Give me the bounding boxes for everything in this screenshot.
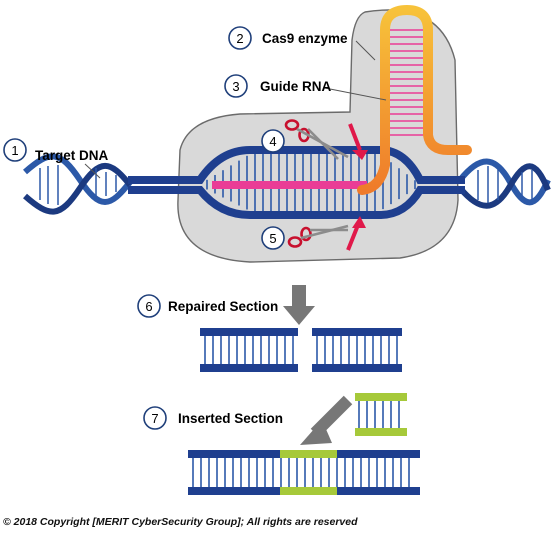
guide-rna-hairpin (357, 4, 472, 195)
copyright-notice: © 2018 Copyright [MERIT CyberSecurity Gr… (3, 516, 358, 528)
callout-repaired: 6 Repaired Section (137, 294, 278, 318)
guide-rna-strand (212, 181, 367, 189)
dna-helix-right-rungs (477, 166, 533, 203)
svg-text:Repaired Section: Repaired Section (168, 299, 278, 314)
callout-cut-bottom: 5 (261, 226, 285, 250)
repaired-section-left (200, 328, 298, 372)
svg-text:6: 6 (145, 299, 152, 314)
callout-guide-rna: 3 Guide RNA (224, 74, 332, 98)
svg-text:4: 4 (269, 134, 276, 149)
svg-text:Guide RNA: Guide RNA (260, 79, 332, 94)
down-arrow-icon (283, 285, 315, 325)
diagonal-arrow-icon (300, 395, 353, 445)
dna-helix-left (23, 153, 133, 215)
callout-cas9: 2 Cas9 enzyme (228, 26, 348, 50)
svg-text:2: 2 (236, 31, 243, 46)
svg-text:7: 7 (151, 411, 158, 426)
scissors-icon (287, 224, 349, 248)
cas9-enzyme-shape (177, 9, 459, 263)
inserted-dna (188, 450, 420, 495)
svg-text:Inserted Section: Inserted Section (178, 411, 283, 426)
callout-target-dna: 1 Target DNA (3, 138, 109, 163)
svg-text:3: 3 (232, 79, 239, 94)
scissors-icon (284, 119, 349, 160)
svg-text:Target DNA: Target DNA (35, 148, 109, 163)
cut-arrow-bottom (346, 216, 366, 251)
callout-cut-top: 4 (261, 129, 285, 153)
callout-inserted: 7 Inserted Section (143, 406, 283, 430)
svg-text:Cas9 enzyme: Cas9 enzyme (262, 31, 348, 46)
dna-helix-right (457, 158, 551, 209)
svg-text:1: 1 (11, 143, 18, 158)
leader-lines (84, 40, 387, 179)
cut-arrow-top (348, 123, 368, 160)
repaired-section-right (312, 328, 402, 372)
insert-piece (355, 393, 407, 436)
dna-helix-left-rungs (39, 165, 117, 205)
svg-text:5: 5 (269, 231, 276, 246)
